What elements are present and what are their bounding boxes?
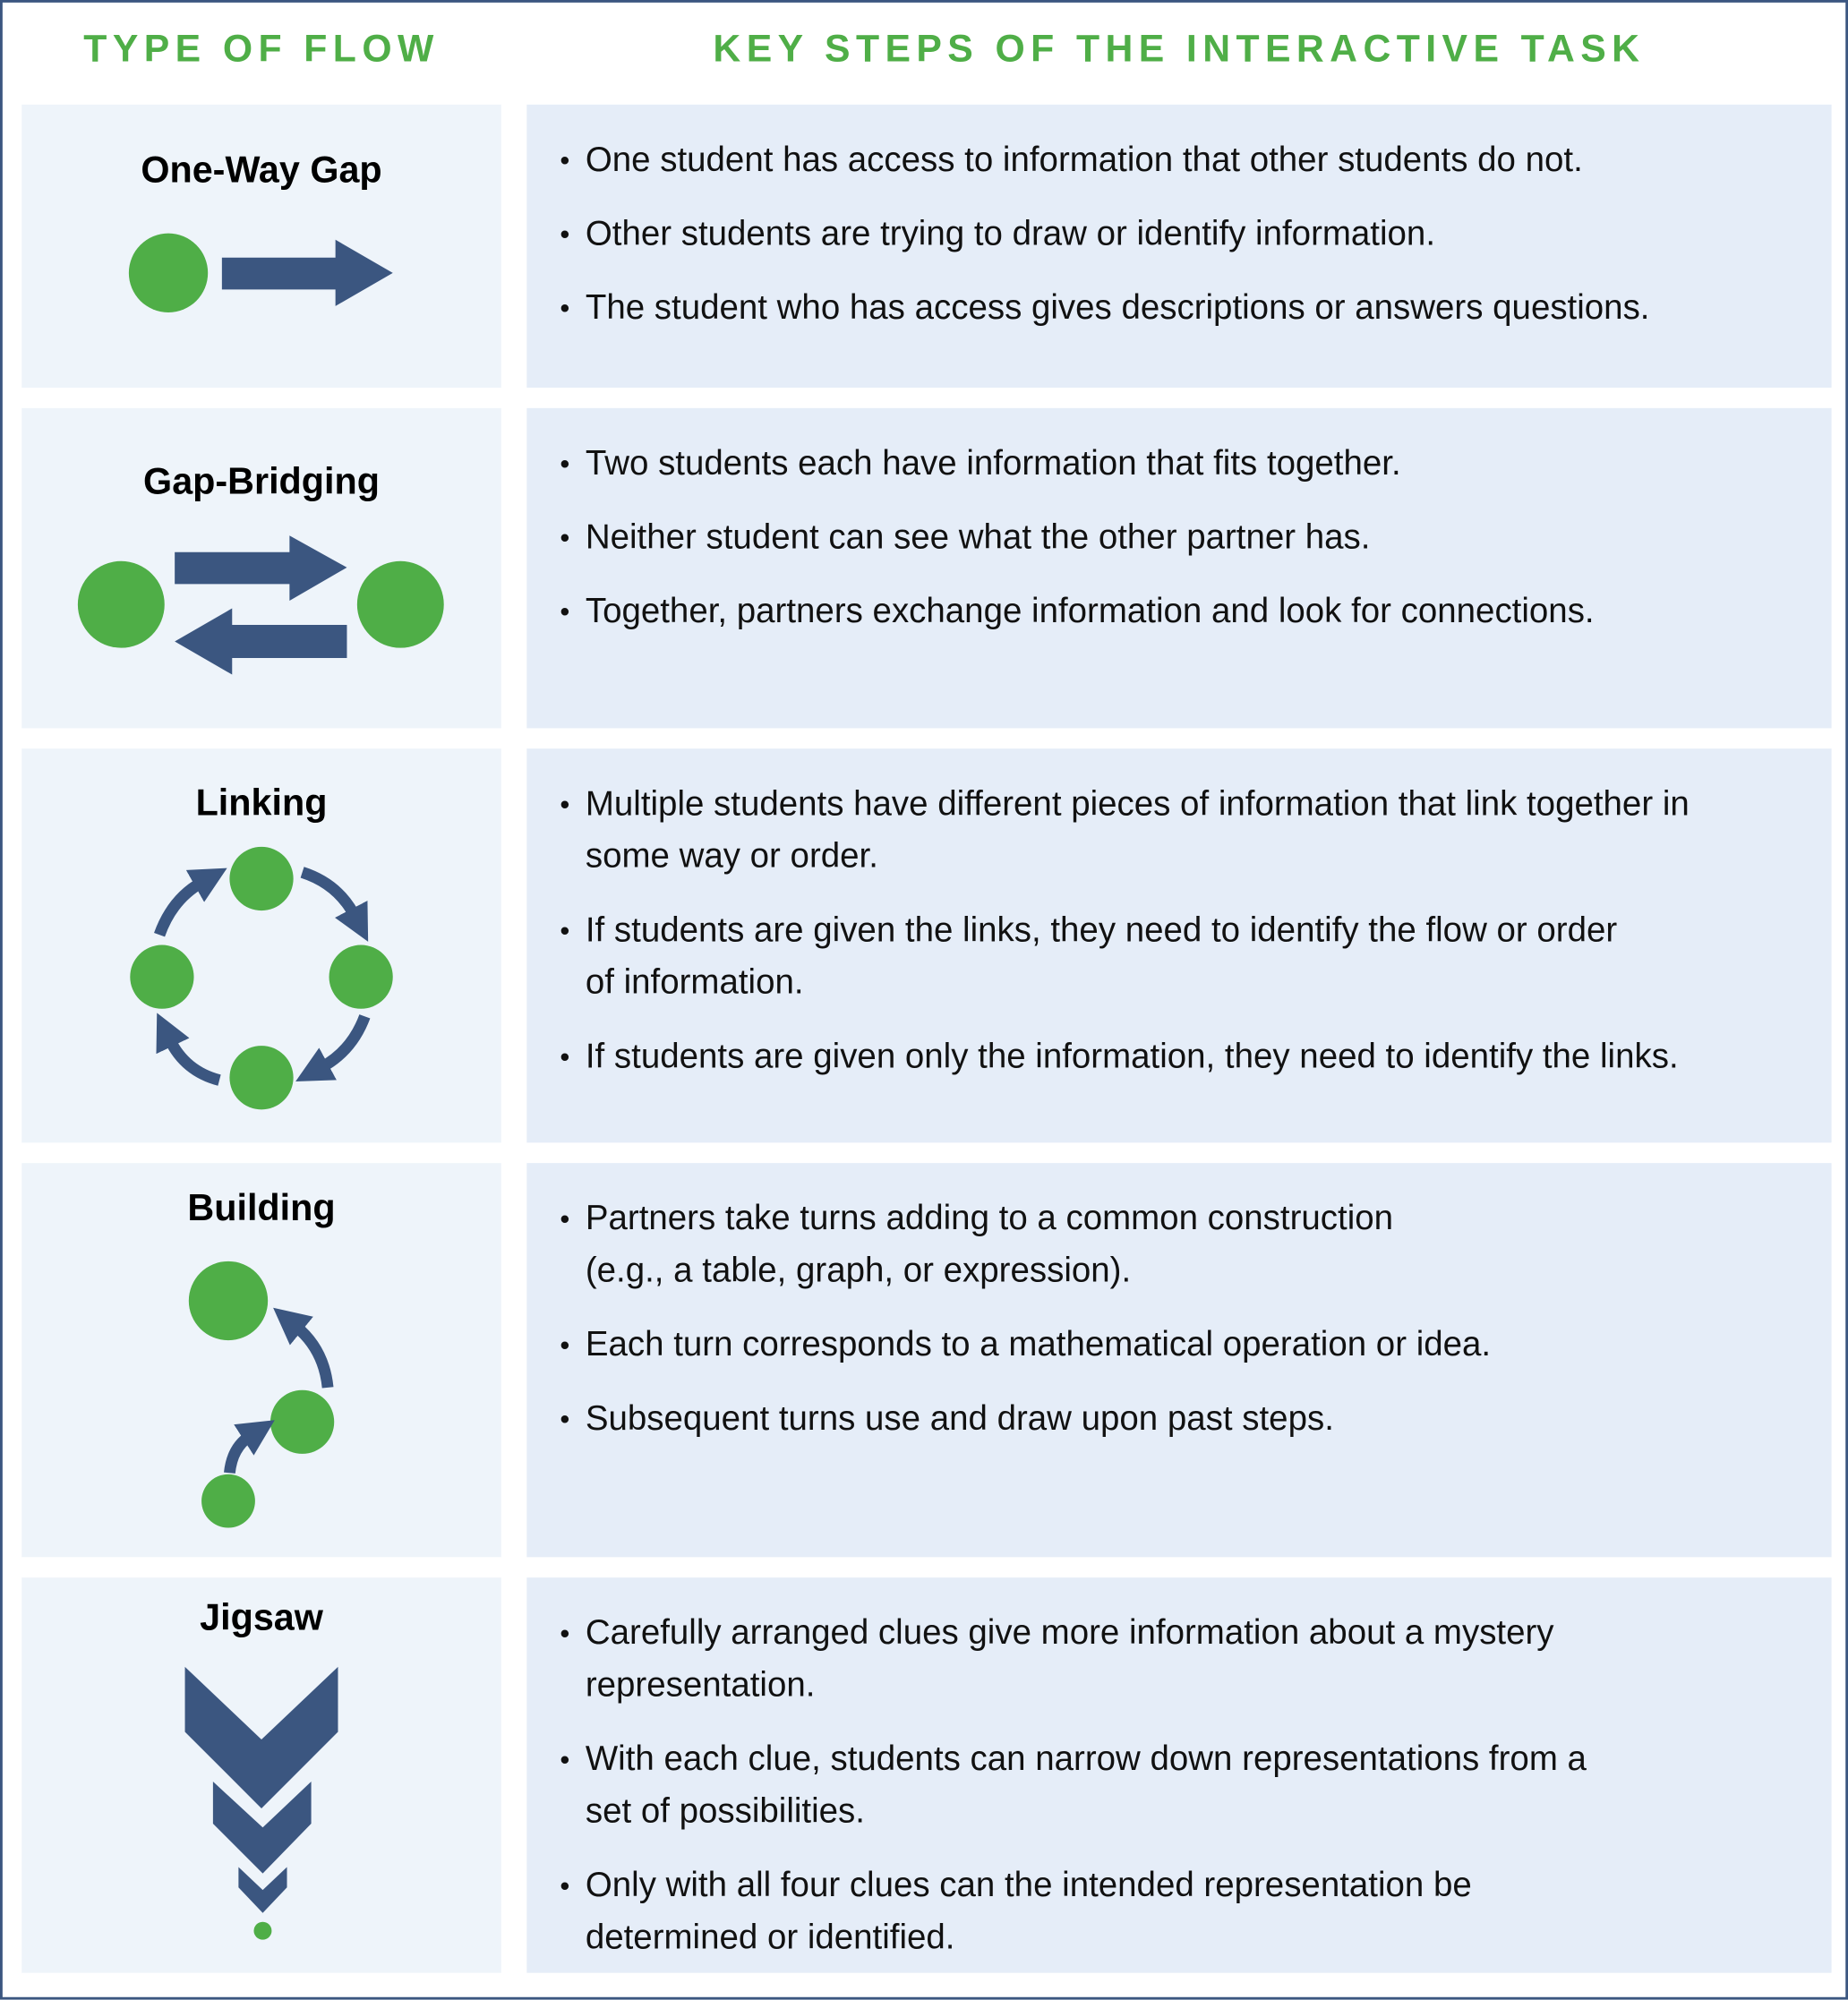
key-step-text: Partners take turns adding to a common c… (585, 1199, 1394, 1237)
key-step-bullet: Other students are trying to draw or ide… (560, 208, 1806, 260)
header-key-steps: KEY STEPS OF THE INTERACTIVE TASK (713, 28, 1646, 71)
flow-type-cell-one-way-gap: One-Way Gap (21, 104, 501, 389)
key-step-text: Carefully arranged clues give more infor… (585, 1612, 1554, 1652)
key-steps-cell-jigsaw: Carefully arranged clues give more infor… (526, 1577, 1832, 1973)
flow-type-title: Building (187, 1188, 336, 1230)
key-step-text: Two students each have information that … (585, 443, 1401, 483)
key-step-bullet: Subsequent turns use and draw upon past … (560, 1393, 1806, 1445)
key-step-text: The student who has access gives descrip… (585, 287, 1650, 327)
key-step-bullet: Each turn corresponds to a mathematical … (560, 1319, 1806, 1371)
two-way-arrows-icon (77, 535, 444, 675)
key-steps-cell-gap-bridging: Two students each have information that … (526, 407, 1832, 729)
key-step-bullet: If students are given only the informati… (560, 1030, 1806, 1082)
key-step-bullet: One student has access to information th… (560, 134, 1806, 186)
key-step-text: set of possibilities. (585, 1791, 865, 1831)
key-step-bullet: Together, partners exchange information … (560, 585, 1806, 637)
key-step-bullet: Carefully arranged clues give more infor… (560, 1607, 1806, 1712)
key-step-text: determined or identified. (585, 1918, 955, 1957)
key-steps-cell-linking: Multiple students have different pieces … (526, 748, 1832, 1143)
key-step-bullet: Two students each have information that … (560, 438, 1806, 490)
key-step-text: representation. (585, 1665, 816, 1705)
flow-type-title: One-Way Gap (141, 150, 382, 192)
key-step-text: One student has access to information th… (585, 140, 1583, 179)
key-steps-cell-one-way-gap: One student has access to information th… (526, 104, 1832, 389)
key-step-bullet: Neither student can see what the other p… (560, 511, 1806, 563)
key-step-bullet: If students are given the links, they ne… (560, 904, 1806, 1009)
key-step-text: of information. (585, 962, 804, 1002)
key-step-text: Together, partners exchange information … (585, 591, 1595, 630)
key-step-text: With each clue, students can narrow down… (585, 1739, 1587, 1778)
flow-type-cell-building: Building (21, 1163, 501, 1558)
key-step-bullet: Partners take turns adding to a common c… (560, 1192, 1806, 1297)
key-step-text: If students are given the links, they ne… (585, 910, 1618, 949)
key-step-bullet: Multiple students have different pieces … (560, 778, 1806, 883)
key-step-text: some way or order. (585, 836, 878, 876)
key-step-bullet: The student who has access gives descrip… (560, 282, 1806, 334)
key-step-bullet: With each clue, students can narrow down… (560, 1733, 1806, 1838)
key-step-text: Only with all four clues can the intende… (585, 1866, 1472, 1904)
narrowing-chevrons-icon (184, 1666, 338, 1940)
one-way-arrow-icon (128, 233, 393, 313)
key-step-text: Each turn corresponds to a mathematical … (585, 1325, 1492, 1363)
header-type-of-flow: TYPE OF FLOW (83, 28, 440, 71)
flow-type-title: Gap-Bridging (143, 461, 380, 503)
building-steps-icon (188, 1261, 335, 1528)
flow-type-title: Linking (195, 782, 328, 825)
key-step-text: Multiple students have different pieces … (585, 784, 1690, 823)
key-steps-cell-building: Partners take turns adding to a common c… (526, 1163, 1832, 1558)
key-step-text: If students are given only the informati… (585, 1037, 1679, 1075)
key-step-text: (e.g., a table, graph, or expression). (585, 1251, 1132, 1290)
key-step-bullet: Only with all four clues can the intende… (560, 1859, 1806, 1964)
cycle-arrows-icon (130, 846, 393, 1110)
key-step-text: Other students are trying to draw or ide… (585, 214, 1436, 253)
flow-type-title: Jigsaw (200, 1597, 323, 1639)
key-step-text: Neither student can see what the other p… (585, 517, 1371, 557)
key-step-text: Subsequent turns use and draw upon past … (585, 1398, 1334, 1438)
